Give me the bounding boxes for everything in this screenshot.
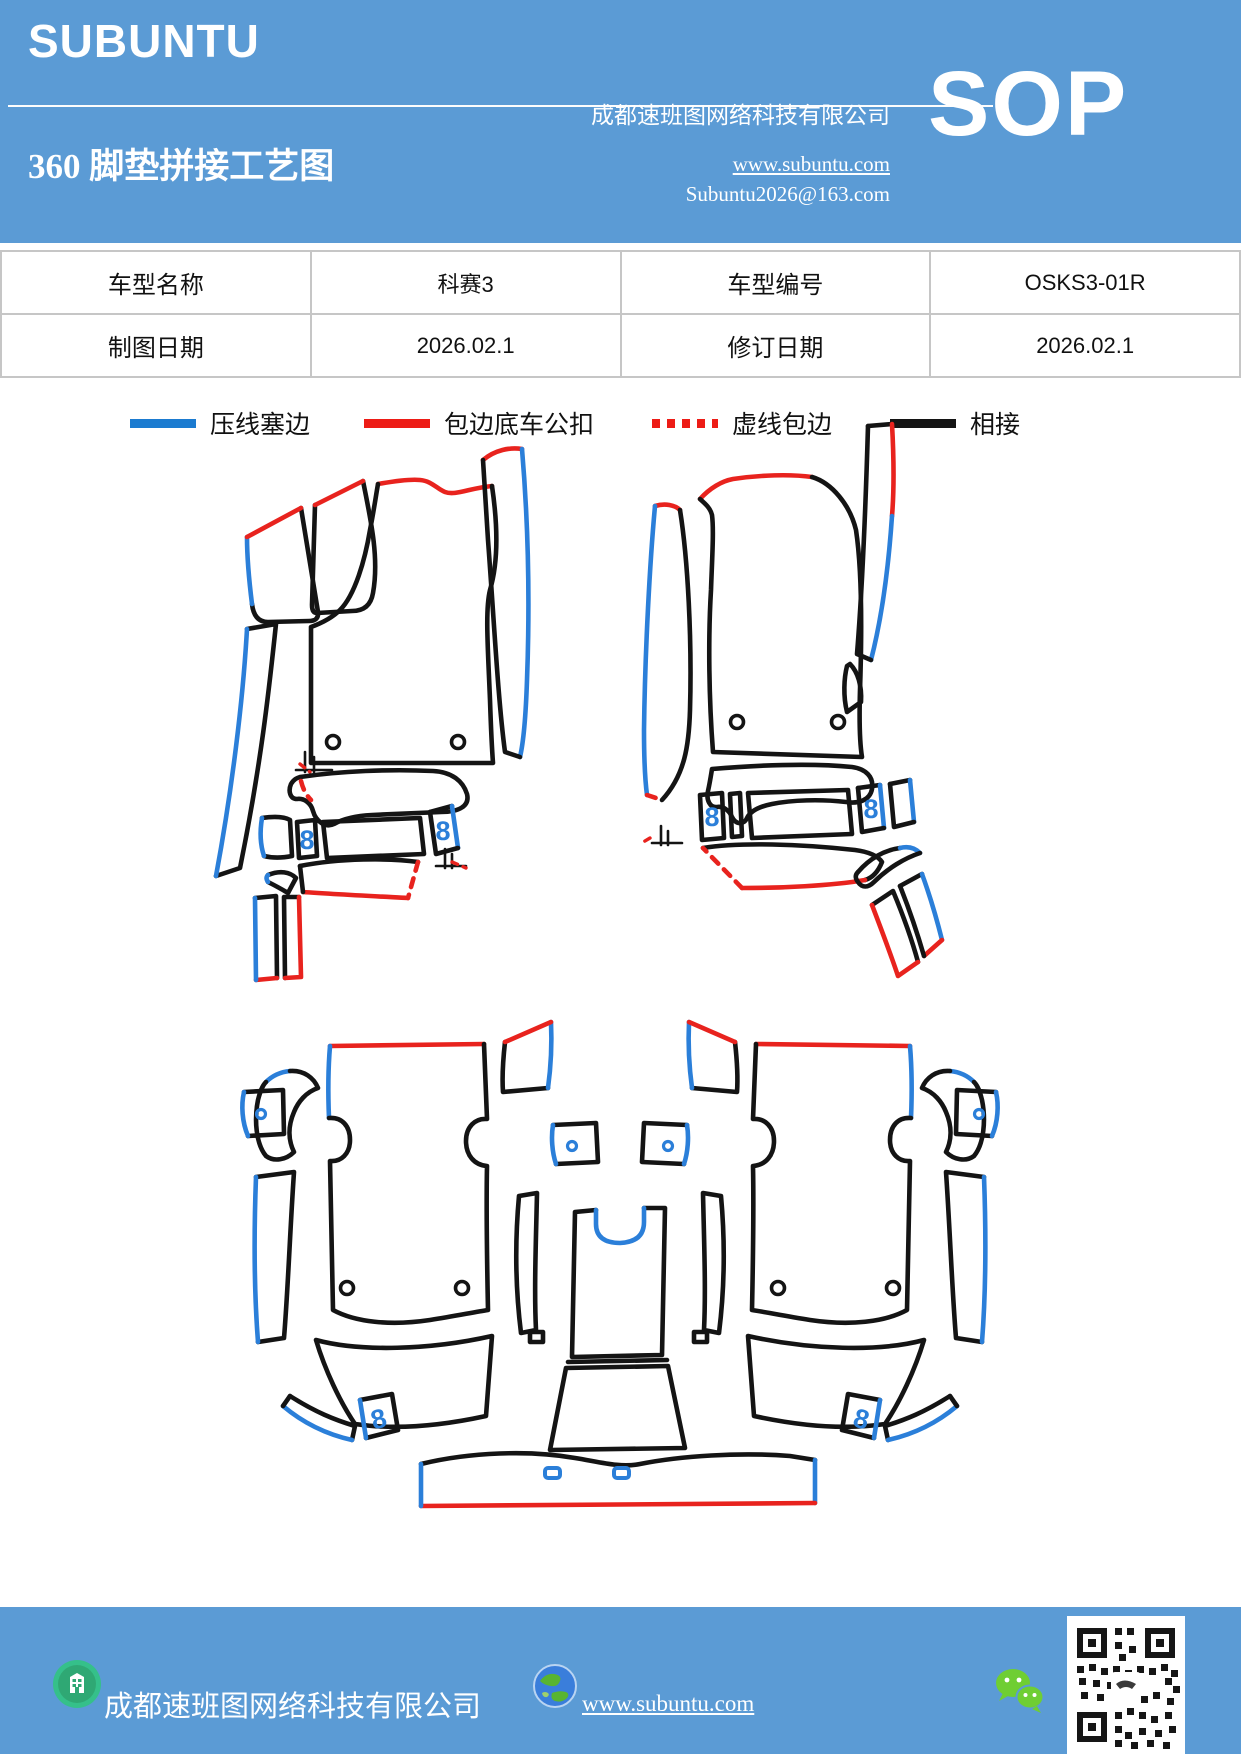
connector-mark: 8 xyxy=(299,825,314,855)
header-band: SUBUNTU 360 脚垫拼接工艺图 成都速班图网络科技有限公司 www.su… xyxy=(0,0,1241,243)
front-left-mat-group: 8 8 xyxy=(213,446,531,983)
legend-item-red: 包边底车公扣 xyxy=(364,408,595,439)
cell-revise-date-value: 2026.02.1 xyxy=(929,313,1241,378)
legend-label: 压线塞边 xyxy=(210,412,311,439)
header-divider xyxy=(8,105,993,107)
cell-revise-date-label: 修订日期 xyxy=(619,313,932,378)
legend-item-blue: 压线塞边 xyxy=(130,408,311,439)
connector-mark: 8 xyxy=(435,816,450,846)
cell-draw-date-label: 制图日期 xyxy=(0,313,312,378)
legend-label: 虚线包边 xyxy=(732,412,833,439)
wechat-icon xyxy=(996,1669,1045,1713)
legend-label: 包边底车公扣 xyxy=(444,412,595,439)
connector-mark: 8 xyxy=(368,1403,390,1436)
header-email: Subuntu2026@163.com xyxy=(685,182,890,206)
header-company-name: 成都速班图网络科技有限公司 xyxy=(591,103,890,128)
header-website-link[interactable]: www.subuntu.com xyxy=(732,152,890,176)
cell-model-code-value: OSKS3-01R xyxy=(929,250,1241,315)
brand-logo: SUBUNTU xyxy=(28,15,260,67)
cell-model-code-label: 车型编号 xyxy=(619,250,932,315)
legend-label: 相接 xyxy=(970,412,1021,439)
qr-code xyxy=(1067,1616,1185,1754)
legend-item-black: 相接 xyxy=(890,408,1021,439)
footer-company-name: 成都速班图网络科技有限公司 xyxy=(104,1691,482,1723)
rear-sill-bar xyxy=(418,1450,818,1509)
table-row: 制图日期 2026.02.1 修订日期 2026.02.1 xyxy=(0,313,1241,378)
vehicle-info-table: 车型名称 科赛3 车型编号 OSKS3-01R 制图日期 2026.02.1 修… xyxy=(0,250,1241,378)
cell-model-name-label: 车型名称 xyxy=(0,250,312,315)
connector-mark: 8 xyxy=(850,1403,872,1436)
footer-band: 成都速班图网络科技有限公司 www.subuntu.com xyxy=(0,1607,1241,1754)
connector-mark: 8 xyxy=(704,802,719,832)
legend-item-red-dotted: 虚线包边 xyxy=(652,408,833,439)
connector-mark: 8 xyxy=(863,794,878,824)
cell-draw-date-value: 2026.02.1 xyxy=(309,313,622,378)
process-diagram: 8 8 xyxy=(213,421,1000,1509)
sop-badge: SOP xyxy=(928,53,1129,155)
blue-line-swatch xyxy=(130,418,196,428)
center-tunnel-group xyxy=(500,1019,740,1453)
footer-website-link[interactable]: www.subuntu.com xyxy=(582,1691,755,1716)
globe-icon xyxy=(533,1664,577,1708)
table-row: 车型名称 科赛3 车型编号 OSKS3-01R xyxy=(0,250,1241,315)
red-dotted-line-swatch xyxy=(652,418,718,428)
page-title: 360 脚垫拼接工艺图 xyxy=(28,147,335,186)
rear-left-mat-group: 8 xyxy=(240,1041,495,1443)
red-line-swatch xyxy=(364,418,430,428)
front-right-mat-group: 8 8 xyxy=(638,421,945,979)
rear-right-mat-group: 8 xyxy=(745,1041,1000,1443)
building-icon xyxy=(53,1660,101,1708)
cell-model-name-value: 科赛3 xyxy=(309,250,622,315)
black-line-swatch xyxy=(890,418,956,428)
